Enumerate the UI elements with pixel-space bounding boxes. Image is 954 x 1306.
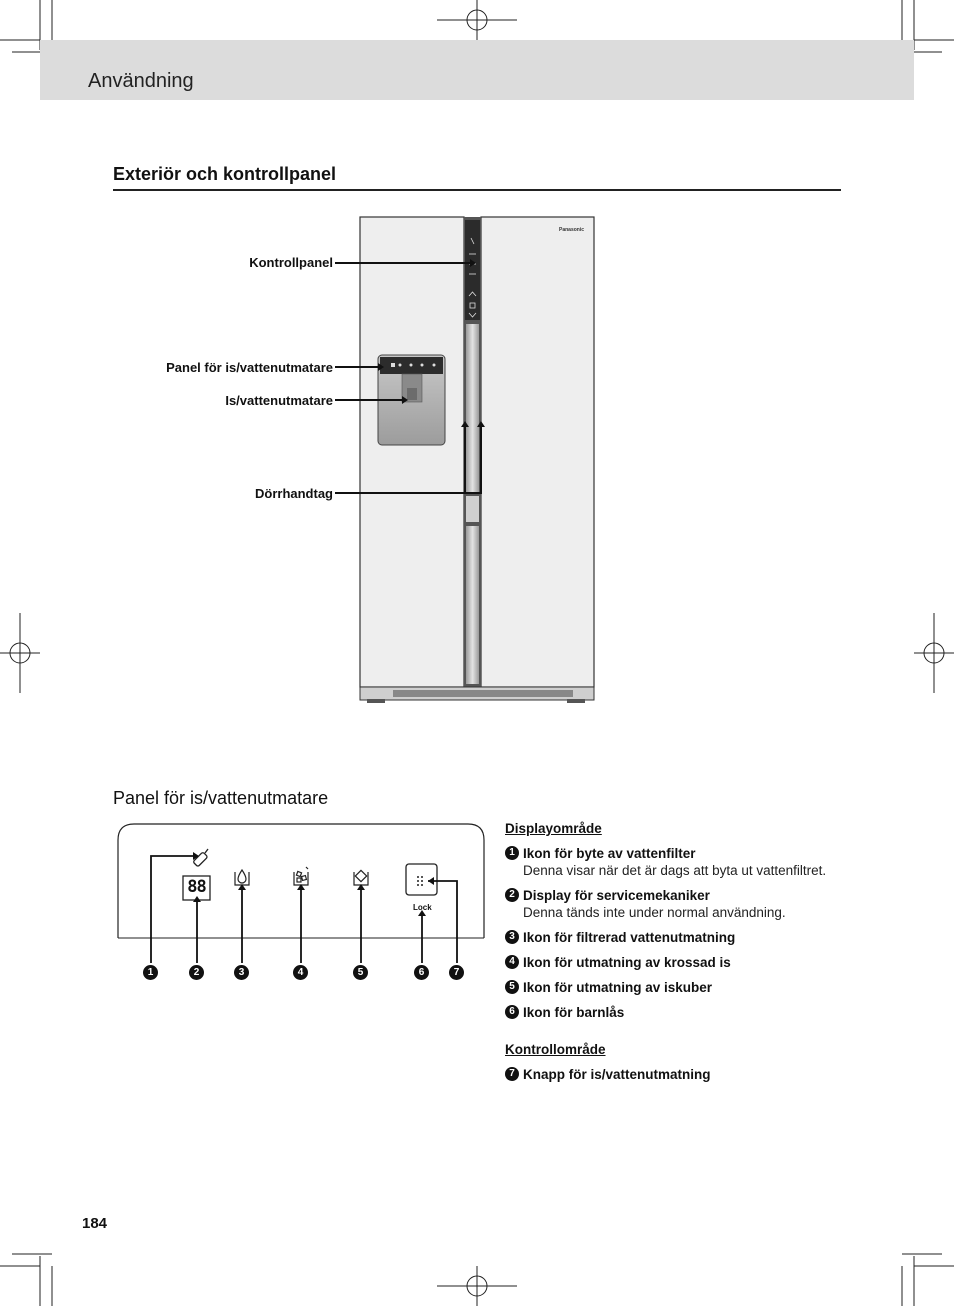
- callout-leaders: [335, 259, 485, 494]
- section-divider: [113, 189, 841, 191]
- lock-label: Lock: [413, 903, 432, 912]
- callout-dispenser: Is/vattenutmatare: [225, 393, 333, 408]
- legend-item: 1 Ikon för byte av vattenfilter Denna vi…: [505, 845, 835, 879]
- section-title: Exteriör och kontrollpanel: [113, 164, 337, 184]
- panel-number-6: 6: [414, 965, 429, 980]
- panel-number-2: 2: [189, 965, 204, 980]
- page-header-title: Användning: [88, 70, 194, 92]
- callout-dispenser-panel: Panel för is/vattenutmatare: [166, 360, 333, 375]
- panel-number-5: 5: [353, 965, 368, 980]
- header-band: [40, 40, 914, 100]
- water-drop-icon: [234, 868, 250, 886]
- refrigerator-illustration: Panasonic: [359, 216, 595, 703]
- panel-number-1: 1: [143, 965, 158, 980]
- legend-item: 5 Ikon för utmatning av iskuber: [505, 979, 835, 996]
- legend-gap: [505, 1029, 835, 1041]
- filter-icon: [193, 848, 209, 867]
- panel-section-title: Panel för is/vattenutmatare: [113, 788, 329, 808]
- callout-control-panel: Kontrollpanel: [249, 255, 333, 270]
- legend-item: 3 Ikon för filtrerad vattenutmatning: [505, 929, 835, 946]
- legend-item: 6 Ikon för barnlås: [505, 1004, 835, 1021]
- legend-item: 4 Ikon för utmatning av krossad is: [505, 954, 835, 971]
- panel-number-3: 3: [234, 965, 249, 980]
- legend-control-area-title: Kontrollområde: [505, 1042, 606, 1057]
- crushed-ice-icon: [293, 866, 309, 886]
- ice-cube-icon: [353, 869, 369, 886]
- panel-number-7: 7: [449, 965, 464, 980]
- child-lock-icon: [417, 876, 423, 886]
- dispenser-panel-diagram: 88 Lock 1 2 3 4 5 6 7: [116, 822, 488, 987]
- panel-number-4: 4: [293, 965, 308, 980]
- page-number: 184: [82, 1215, 108, 1232]
- legend: Displayområde 1 Ikon för byte av vattenf…: [505, 820, 835, 1091]
- legend-item: 7 Knapp för is/vattenutmatning: [505, 1066, 835, 1083]
- legend-item: 2 Display för servicemekaniker Denna tän…: [505, 887, 835, 921]
- callout-door-handle: Dörrhandtag: [255, 486, 333, 501]
- legend-display-area-title: Displayområde: [505, 821, 602, 836]
- dispense-button[interactable]: [405, 863, 438, 896]
- service-display-digits: 88: [187, 877, 206, 897]
- brand-label: Panasonic: [559, 227, 584, 233]
